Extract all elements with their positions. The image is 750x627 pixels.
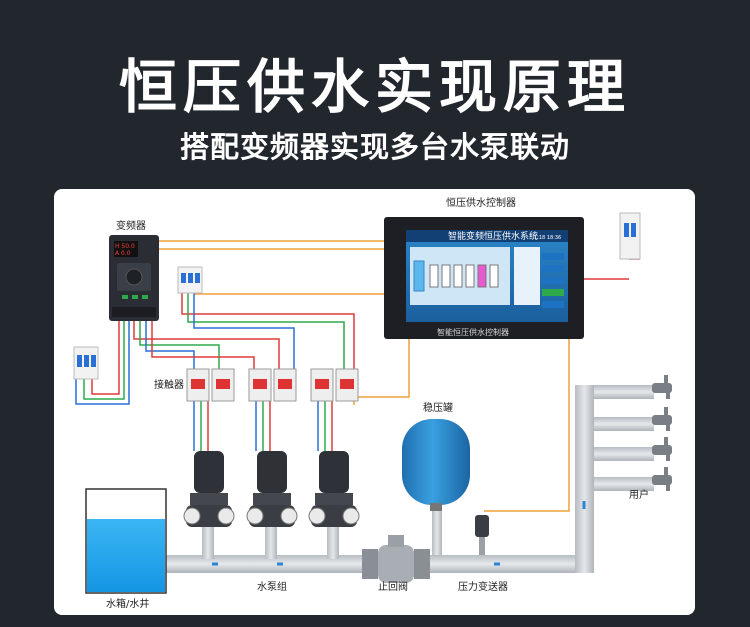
faucet-4	[652, 467, 672, 491]
pump-2	[246, 451, 298, 527]
page-subtitle: 搭配变频器实现多台水泵联动	[179, 130, 570, 164]
pump-1	[183, 451, 235, 527]
contactor-2	[211, 368, 235, 402]
check-valve-label: 止回阀	[378, 580, 408, 593]
pump-group	[183, 451, 360, 527]
pump-3	[308, 451, 360, 527]
breaker-right	[619, 212, 641, 260]
system-diagram: H 50.0 A 0.0 变频器 接触器 恒压供水控制器	[73, 196, 672, 610]
control-wiring	[75, 231, 640, 512]
breaker-left	[73, 346, 99, 380]
faucet-1	[652, 375, 672, 399]
contactor-4	[273, 368, 297, 402]
contactor-3	[248, 368, 272, 402]
inverter-display-line2: A 0.0	[115, 250, 131, 257]
inverter-label: 变频器	[116, 219, 146, 232]
pump-group-label: 水泵组	[257, 580, 287, 593]
breaker-top	[177, 266, 203, 294]
pressure-tank	[402, 419, 470, 511]
water-tank	[85, 488, 167, 594]
pressure-transmitter	[475, 515, 489, 555]
pressure-transmitter-label: 压力变送器	[458, 580, 508, 593]
inverter-knob	[125, 268, 143, 286]
diagram-panel: H 50.0 A 0.0 变频器 接触器 恒压供水控制器	[54, 189, 695, 615]
users-label: 用户	[629, 488, 649, 501]
hmi-screen-clock: 1:18 18:36	[534, 235, 561, 241]
contactor-1	[186, 368, 210, 402]
check-valve	[362, 535, 430, 583]
contactor-5	[310, 368, 334, 402]
page-title: 恒压供水实现原理	[118, 53, 631, 121]
inverter: H 50.0 A 0.0	[109, 235, 159, 321]
contactor-6	[335, 368, 359, 402]
pressure-tank-label: 稳压罐	[423, 401, 453, 414]
controller-label: 恒压供水控制器	[446, 196, 516, 209]
hmi-bezel-label: 智能恒压供水控制器	[437, 327, 509, 337]
hmi-controller: 智能变频恒压供水系统 1:18 18:36 智能恒压供水控制器	[384, 217, 584, 339]
contactor-label: 接触器	[154, 378, 184, 391]
faucet-2	[652, 407, 672, 431]
faucet-group	[652, 375, 672, 491]
inverter-display-line1: H 50.0	[115, 243, 135, 250]
contactor-bank	[186, 368, 359, 402]
hmi-screen-title: 智能变频恒压供水系统	[448, 230, 538, 242]
water-tank-label: 水箱/水井	[106, 597, 149, 610]
faucet-3	[652, 437, 672, 461]
